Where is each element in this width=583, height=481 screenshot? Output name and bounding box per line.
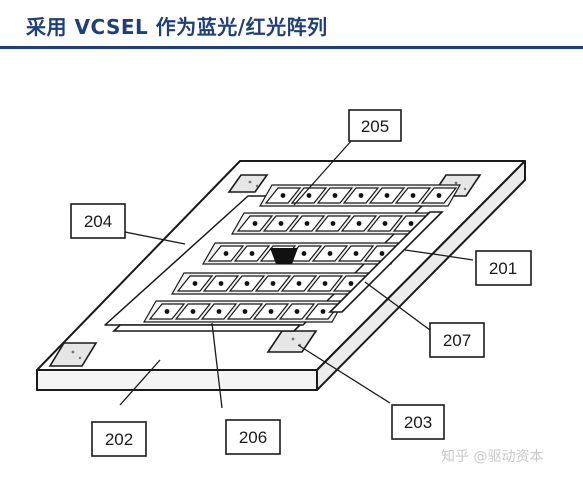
emitter-aperture (384, 193, 390, 198)
emitter-aperture (252, 221, 258, 226)
emitter-aperture (358, 193, 364, 198)
bus-strip (112, 324, 302, 332)
emitter-aperture (249, 251, 255, 256)
emitter-aperture (408, 221, 414, 226)
emitter-aperture (301, 251, 307, 256)
callout-box-202 (91, 421, 147, 457)
emitter-aperture (320, 309, 326, 314)
emitter-aperture (353, 251, 359, 256)
emitter-aperture (332, 193, 338, 198)
emitter-aperture (296, 281, 302, 286)
emitter-aperture (382, 221, 388, 226)
emitter-aperture (216, 309, 222, 314)
page-title: 采用 VCSEL 作为蓝光/红光阵列 (26, 15, 328, 39)
callout-label-204: 204 (84, 212, 112, 231)
substrate-front-face (36, 369, 318, 391)
emitter-aperture (410, 193, 416, 198)
callout-box-201 (475, 250, 532, 286)
emitter-aperture (242, 309, 248, 314)
callout-label-201: 201 (489, 259, 517, 278)
emitter-aperture (330, 221, 336, 226)
emitter-aperture (379, 251, 385, 256)
emitter-aperture (218, 281, 224, 286)
leader-line (124, 231, 186, 245)
page-header: 采用 VCSEL 作为蓝光/红光阵列 (0, 0, 583, 49)
callout-box-205 (348, 109, 402, 142)
callout-label-205: 205 (361, 117, 389, 136)
emitter-aperture (190, 309, 196, 314)
callout-label-203: 203 (404, 413, 432, 432)
bonding-chip (270, 248, 298, 264)
emitter-aperture (270, 281, 276, 286)
emitter-aperture (268, 309, 274, 314)
callout-box-207 (429, 322, 485, 358)
emitter-aperture (164, 309, 170, 314)
leader-line (211, 322, 223, 409)
emitter-aperture (348, 281, 354, 286)
callout-box-203 (391, 404, 445, 440)
title-underline (0, 46, 583, 49)
emitter-aperture (327, 251, 333, 256)
callout-box-204 (70, 203, 126, 239)
leader-line (119, 359, 161, 406)
callout-label-207: 207 (443, 331, 471, 350)
corner-pad (266, 330, 318, 353)
watermark: 知乎 @驱动资本 (441, 449, 544, 465)
emitter-aperture (192, 281, 198, 286)
emitter-aperture (436, 193, 442, 198)
corner-pad (48, 342, 98, 367)
leader-line (364, 281, 431, 331)
emitter-aperture (304, 221, 310, 226)
leader-line (297, 344, 391, 404)
emitter-aperture (356, 221, 362, 226)
emitter-aperture (322, 281, 328, 286)
callout-label-206: 206 (239, 428, 267, 447)
emitter-aperture (244, 281, 250, 286)
emitter-aperture (223, 251, 229, 256)
emitter-aperture (294, 309, 300, 314)
emitter-aperture (306, 193, 312, 198)
emitter-aperture (280, 193, 286, 198)
pad-texture (71, 180, 467, 360)
leader-line (404, 249, 474, 261)
callout-label-202: 202 (105, 430, 133, 449)
corner-pad (227, 174, 269, 193)
emitter-aperture (278, 221, 284, 226)
leader-line (293, 139, 353, 206)
electrode-strip (328, 211, 444, 313)
callout-box-206 (225, 419, 281, 455)
